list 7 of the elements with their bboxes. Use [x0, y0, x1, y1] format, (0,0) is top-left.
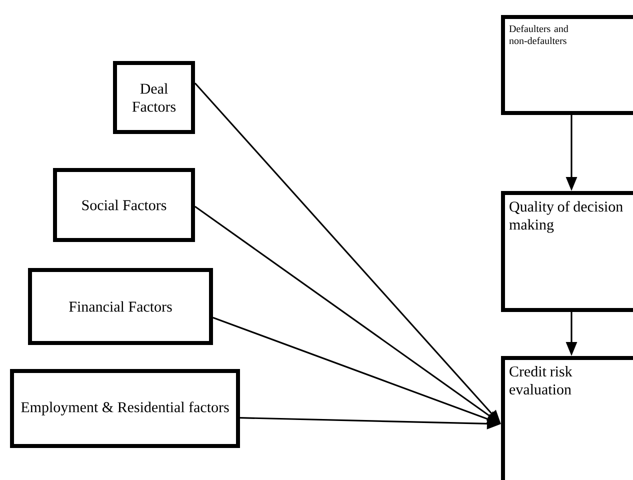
factor-box: Financial Factors	[28, 268, 213, 345]
factor-box: Employment & Residential factors	[10, 369, 240, 448]
factor-box: Quality of decision making	[501, 191, 633, 312]
factor-box: Social Factors	[53, 168, 195, 242]
factor-box: Credit risk evaluation	[501, 356, 633, 480]
factor-box: Deal Factors	[113, 61, 195, 134]
factor-box: Defaulters and non-defaulters	[501, 15, 633, 115]
